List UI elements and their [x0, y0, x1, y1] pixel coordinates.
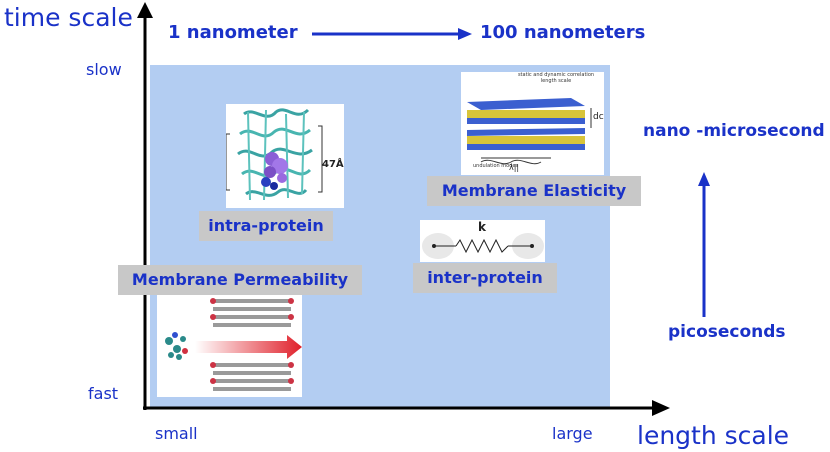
- membrane-elasticity-box: Membrane Elasticity: [427, 176, 641, 206]
- protein-structure-image: 47Å: [226, 104, 344, 208]
- intra-protein-box: intra-protein: [199, 211, 333, 241]
- right-scale-bottom: picoseconds: [668, 322, 786, 342]
- membrane-permeability-box: Membrane Permeability: [118, 265, 362, 295]
- x-axis-title: length scale: [637, 421, 790, 450]
- right-scale-top: nano -microsecond: [643, 121, 825, 141]
- y-axis-top-label: slow: [86, 60, 122, 79]
- membrane-lambda-label: λ||: [509, 163, 520, 172]
- membrane-dc-label: dc: [593, 112, 604, 122]
- y-axis-bottom-label: fast: [88, 384, 119, 403]
- permeability-image: [157, 295, 302, 397]
- membrane-stack-image: static and dynamic correlation length sc…: [461, 72, 604, 175]
- protein-dimension-label: 47Å: [322, 159, 344, 170]
- x-axis-left-label: small: [155, 424, 198, 443]
- top-scale-arrow: [312, 28, 472, 40]
- x-axis-right-label: large: [552, 424, 593, 443]
- inter-protein-box: inter-protein: [413, 263, 557, 293]
- y-axis-title: time scale: [4, 3, 133, 32]
- spring-image: k: [420, 220, 545, 262]
- right-scale-arrow: [698, 172, 710, 317]
- membrane-modes-label: undulation modes: [473, 163, 519, 169]
- top-scale-to: 100 nanometers: [480, 22, 646, 43]
- top-scale-from: 1 nanometer: [168, 22, 298, 43]
- spring-k-label: k: [478, 220, 486, 234]
- membrane-image-title: static and dynamic correlation length sc…: [517, 72, 595, 84]
